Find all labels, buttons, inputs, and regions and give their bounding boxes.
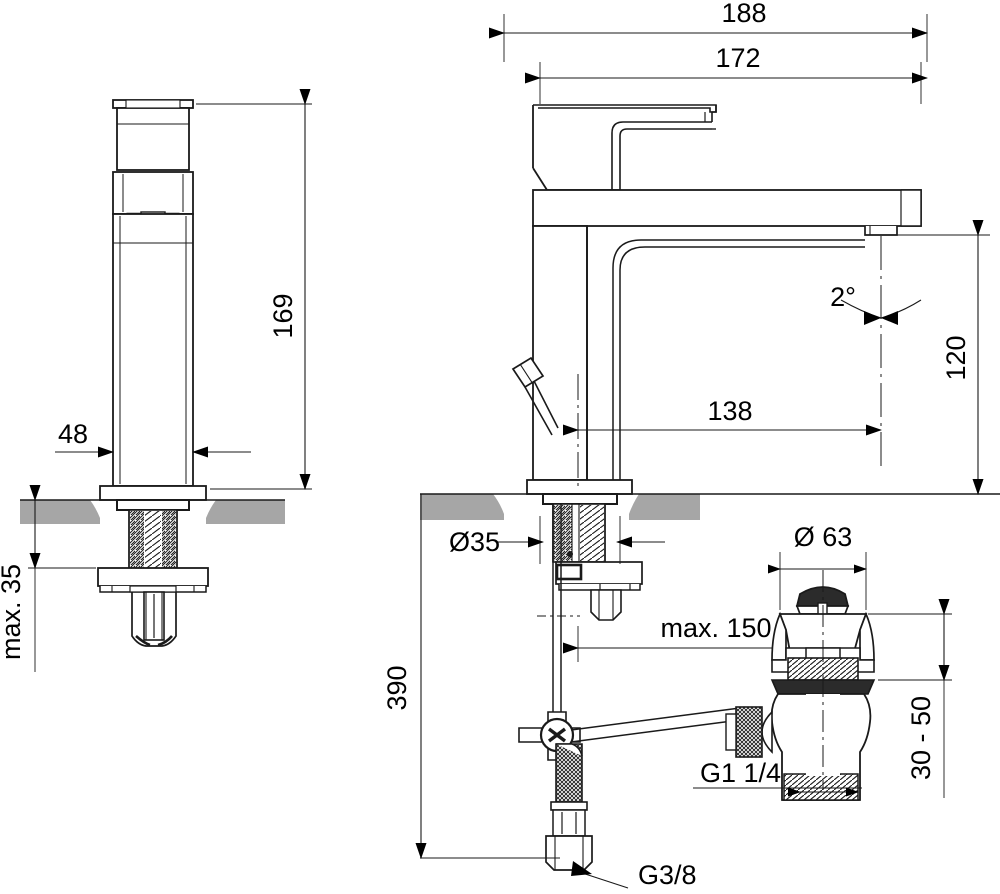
side-elevation-view: 169 48 max. 35 [0, 89, 312, 672]
dim-label-max150: max. 150 [660, 613, 771, 643]
dim-side-width: 48 [55, 419, 251, 478]
dim-side-height: 169 [196, 89, 312, 490]
dim-label-d35: Ø35 [449, 527, 500, 557]
side-stud [131, 591, 177, 647]
dim-label-120: 120 [941, 335, 971, 380]
dim-rod-max: max. 150 [537, 613, 831, 662]
front-linkage-rods [570, 707, 741, 743]
dim-label-169: 169 [268, 293, 298, 338]
waste-body [770, 693, 872, 801]
dim-label-2deg: 2° [830, 282, 856, 312]
dim-spray-angle: 2° [830, 236, 922, 470]
dim-label-48: 48 [58, 419, 88, 449]
front-spout-outlet [864, 226, 898, 236]
side-collar [112, 171, 194, 215]
front-lift-rod-knob [511, 356, 559, 436]
front-lift-rod [552, 504, 562, 742]
callout-supply-thread: G3/8 [571, 860, 697, 890]
side-base-flange [99, 485, 207, 501]
dim-label-138: 138 [707, 396, 752, 426]
dim-shank-diameter: Ø35 [449, 516, 665, 564]
dim-side-max-thickness: max. 35 [0, 485, 96, 672]
front-supply-hose [545, 743, 593, 871]
waste-side-knob [725, 706, 773, 758]
front-lever-handle [532, 104, 717, 191]
dim-overall-width-inner: 172 [525, 43, 928, 104]
front-shank [542, 493, 618, 563]
dim-label-max35: max. 35 [0, 564, 26, 660]
dim-spout-height: 120 [700, 220, 990, 495]
front-spout-bar [532, 189, 922, 227]
pop-up-waste-detail: Ø 63 30 - 50 G1 1/4 [693, 522, 952, 801]
side-body-column [112, 213, 194, 487]
dim-waste-thread: G1 1/4 [693, 758, 862, 797]
front-basin-section [420, 493, 1000, 520]
dim-label-g114: G1 1/4 [700, 758, 781, 788]
dim-overall-width-outer: 188 [489, 0, 928, 62]
front-clamp-bracket [555, 561, 643, 591]
side-head-block [112, 99, 194, 171]
dim-label-d63: Ø 63 [794, 522, 853, 552]
dim-waste-flange-diameter: Ø 63 [768, 522, 867, 610]
side-shank [116, 499, 190, 573]
waste-stopper-cap [795, 586, 850, 616]
dim-waste-depth-range: 30 - 50 [868, 599, 952, 798]
front-hex-nut [590, 589, 622, 621]
dim-total-drop: 390 [382, 493, 560, 859]
dim-label-g38: G3/8 [638, 860, 697, 890]
dim-label-188: 188 [721, 0, 766, 28]
dim-label-30-50: 30 - 50 [906, 696, 936, 780]
front-body-column [532, 225, 865, 481]
dim-spout-projection: 138 [563, 374, 882, 486]
front-base-flange [526, 479, 633, 495]
side-clamp-plate [97, 567, 209, 593]
front-elevation-view: 188 172 120 2° 138 [382, 0, 1000, 890]
dim-label-390: 390 [382, 665, 412, 710]
dim-label-172: 172 [715, 43, 760, 73]
